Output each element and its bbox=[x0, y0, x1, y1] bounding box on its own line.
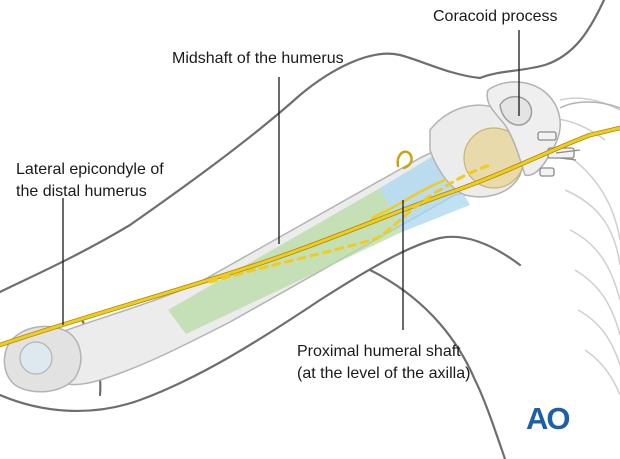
coracoid-process-label: Coracoid process bbox=[433, 8, 558, 25]
proximal-shaft-label: Proximal humeral shaft (at the level of … bbox=[297, 341, 470, 385]
scapula bbox=[486, 81, 620, 177]
proximal-shaft-label-line2: (at the level of the axilla) bbox=[297, 365, 471, 382]
lateral-epicondyle-label-line2: the distal humerus bbox=[16, 183, 147, 200]
lateral-epicondyle-label: Lateral epicondyle of the distal humerus bbox=[16, 159, 164, 203]
proximal-shaft-label-line1: Proximal humeral shaft bbox=[297, 343, 461, 360]
midshaft-label: Midshaft of the humerus bbox=[172, 50, 344, 67]
radial-nerve bbox=[0, 125, 620, 348]
ao-logo: AO bbox=[526, 401, 570, 436]
lateral-epicondyle-label-line1: Lateral epicondyle of bbox=[16, 161, 164, 178]
leader-lines bbox=[62, 30, 520, 330]
coracoid-process bbox=[499, 96, 533, 126]
